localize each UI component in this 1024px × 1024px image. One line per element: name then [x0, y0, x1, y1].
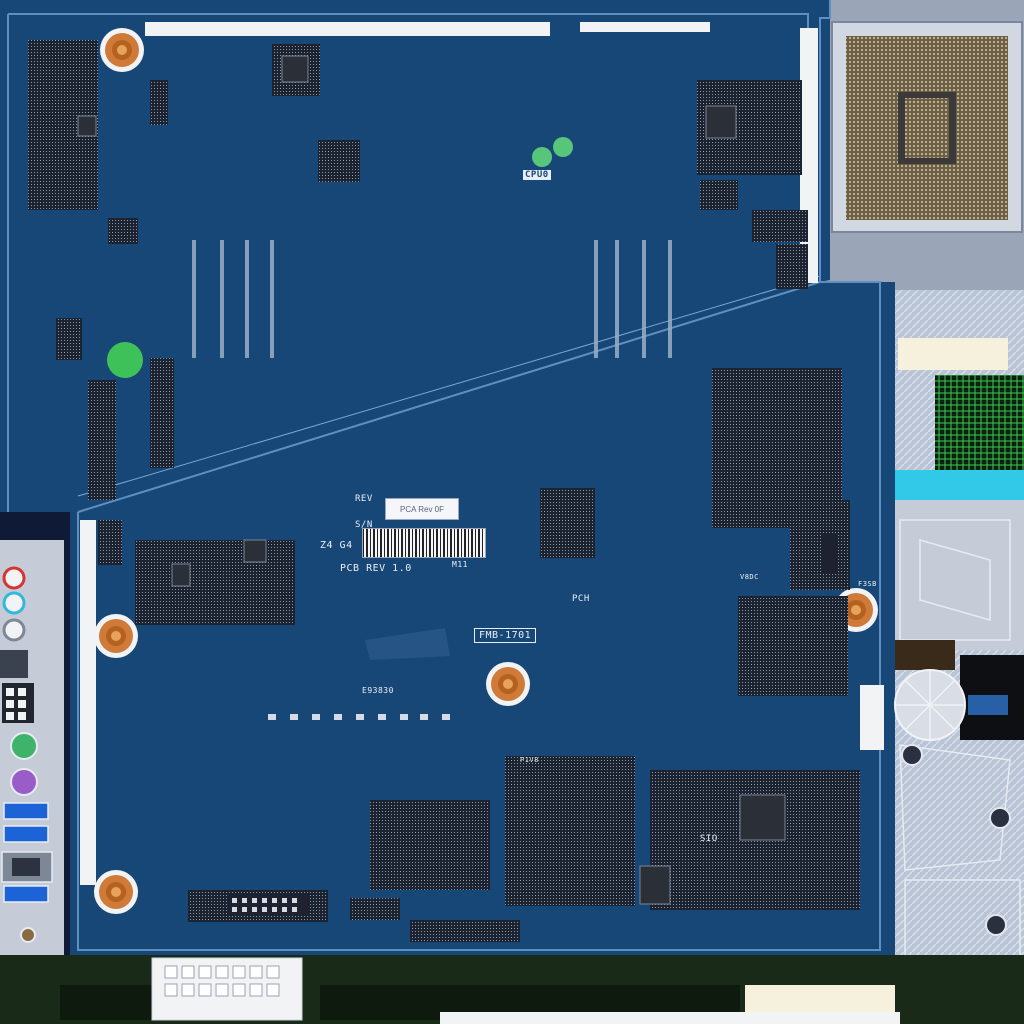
- ul-mark: E93830: [362, 686, 394, 695]
- part-number: FMB-1701: [474, 628, 537, 643]
- pcb-revision: PCB REV 1.0: [340, 563, 412, 574]
- header-label-v8dc: V8DC: [740, 573, 759, 581]
- board-model: Z4 G4: [320, 540, 353, 551]
- component-clusters: [28, 40, 860, 942]
- cpu-socket-label: CPU0: [523, 170, 551, 180]
- header-label-f3sb: F3SB: [858, 580, 877, 588]
- pch-label: PCH: [572, 594, 590, 604]
- rev-label: REV: [355, 494, 373, 504]
- sio-label: SIO: [700, 834, 718, 844]
- pcb-board-upper: [0, 0, 830, 512]
- serial-label: S/N: [355, 520, 373, 530]
- pcb-revision-suffix: M11: [452, 560, 468, 569]
- header-label-p1v8: P1V8: [520, 756, 539, 764]
- serial-barcode-sticker: [362, 528, 486, 558]
- rev-sticker: PCA Rev 0F: [385, 498, 459, 520]
- audio-jacks: [2, 566, 26, 642]
